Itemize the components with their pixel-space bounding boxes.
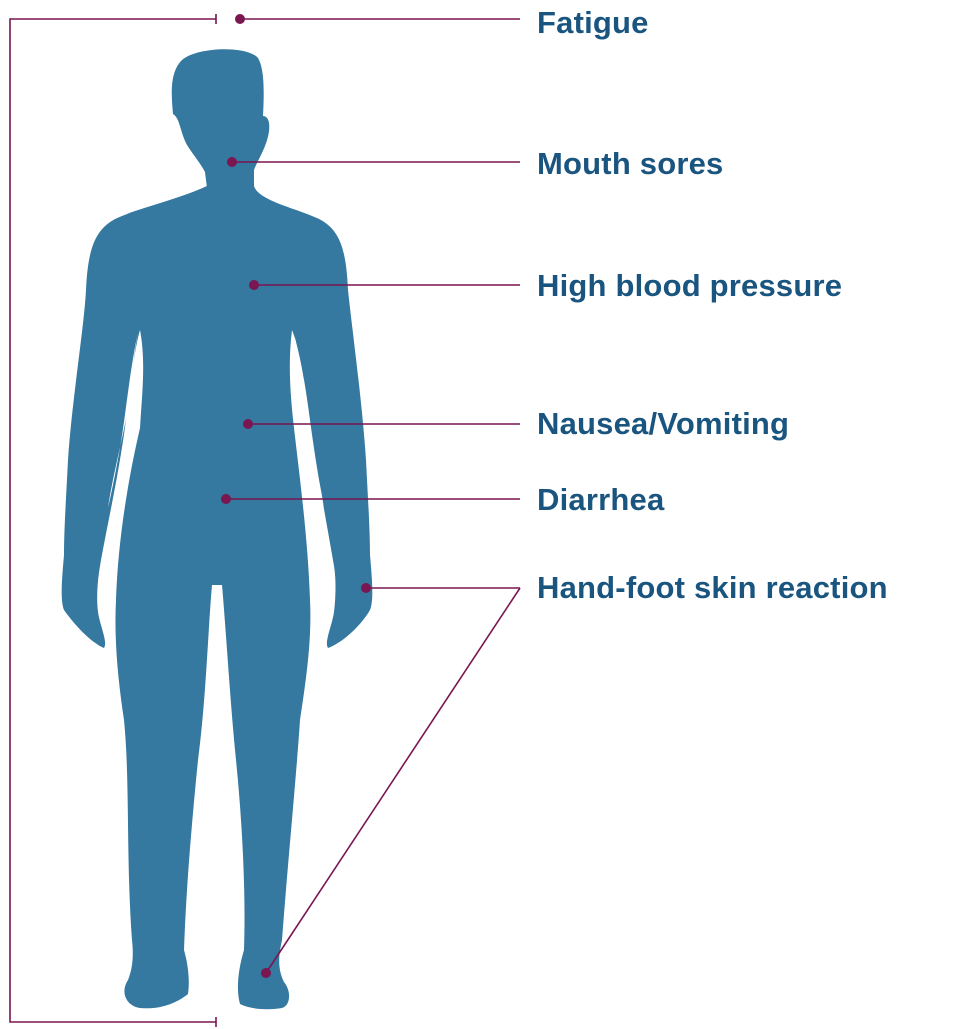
diarrhea-marker-dot <box>221 494 231 504</box>
nausea-vomiting-label: Nausea/Vomiting <box>537 406 789 442</box>
foot-marker-dot <box>261 968 271 978</box>
mouth-sores-label: Mouth sores <box>537 146 724 182</box>
fatigue-label: Fatigue <box>537 5 649 41</box>
mouth-sores-marker-dot <box>227 157 237 167</box>
head <box>172 49 269 194</box>
torso-and-limbs <box>62 186 373 1009</box>
human-body-silhouette-icon <box>62 49 373 1009</box>
high-blood-pressure-marker-dot <box>249 280 259 290</box>
diarrhea-label: Diarrhea <box>537 482 664 518</box>
fatigue-marker-dot <box>235 14 245 24</box>
nausea-vomiting-marker-dot <box>243 419 253 429</box>
hand-foot-skin-reaction-label: Hand-foot skin reaction <box>537 570 888 606</box>
high-blood-pressure-label: High blood pressure <box>537 268 842 304</box>
hand-marker-dot <box>361 583 371 593</box>
